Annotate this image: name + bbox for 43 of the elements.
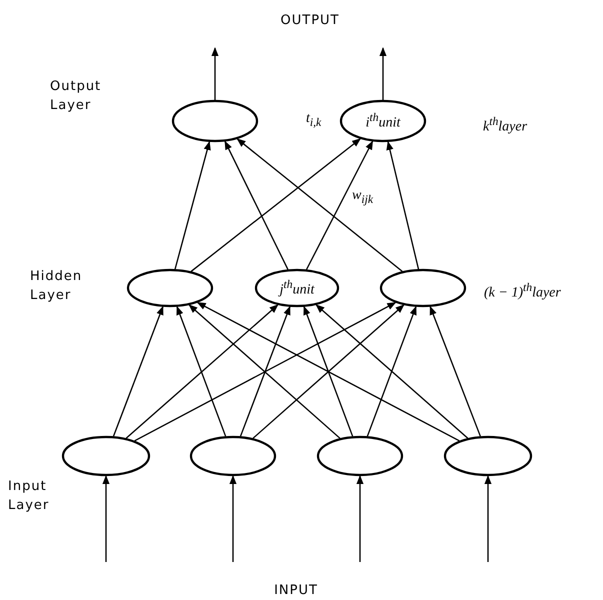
layer-label: Output Layer (50, 78, 102, 115)
layer-label: Hidden Layer (30, 268, 84, 305)
arrow (306, 140, 374, 270)
arrow (379, 47, 387, 100)
neuron-node (172, 100, 258, 142)
io-heading: OUTPUT (280, 12, 340, 30)
neuron-node (127, 269, 213, 307)
arrow (134, 302, 396, 442)
arrow (224, 140, 288, 270)
arrow (484, 475, 492, 562)
arrow (236, 138, 403, 272)
arrow (196, 302, 460, 442)
neuron-node (340, 100, 426, 142)
layer-index-label: k$^{th}$layer (483, 114, 528, 137)
arrow (102, 475, 110, 562)
arrow (190, 138, 361, 272)
arrow (430, 306, 481, 437)
activation-label: t$_{i,k}$ (304, 111, 324, 129)
arrow (303, 306, 354, 437)
arrow (211, 47, 219, 100)
neuron-node (62, 436, 150, 476)
arrow (188, 304, 340, 439)
arrow (252, 304, 404, 439)
unit-label: j$^{th}$unit (280, 278, 314, 298)
arrow (126, 304, 278, 439)
arrow (174, 140, 211, 270)
arrow (240, 306, 290, 437)
arrow (112, 306, 164, 437)
layer-index-label: (k − 1)$^{th}$layer (484, 280, 561, 303)
arrow (176, 306, 226, 437)
arrow (366, 306, 417, 437)
neuron-node (444, 436, 532, 476)
neuron-node (317, 436, 403, 476)
arrow (356, 475, 364, 562)
io-heading: INPUT (274, 582, 318, 600)
arrow (316, 304, 468, 439)
neuron-node (190, 436, 276, 476)
arrow (229, 475, 237, 562)
arrow (386, 140, 420, 270)
neuron-node (380, 269, 466, 307)
unit-label: i$^{th}$unit (366, 110, 400, 132)
layer-label: Input Layer (8, 478, 50, 515)
neuron-node (255, 269, 339, 307)
